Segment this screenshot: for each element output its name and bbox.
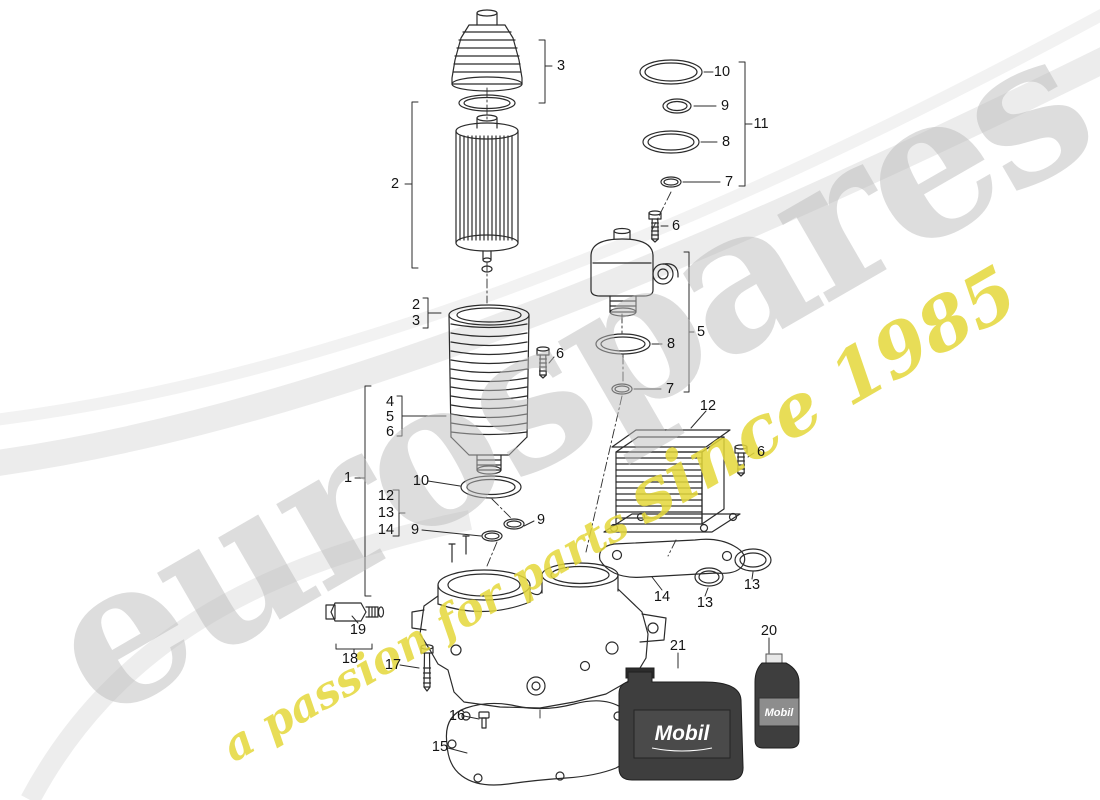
- jug-brand-label: Mobil: [655, 722, 711, 745]
- filter-housing-lower-drawing: [448, 304, 530, 475]
- oring-10-right: [639, 59, 703, 85]
- assembly-centerlines: [486, 87, 677, 719]
- plug-screw-drawing: [478, 711, 490, 729]
- oring-13-center: [694, 567, 724, 587]
- housing-oring-9a: [481, 530, 503, 542]
- screw-6-right: [734, 444, 748, 477]
- filter-element-drawing: [455, 114, 519, 273]
- separator-oring-7: [611, 383, 633, 395]
- cap-oring-drawing: [458, 94, 516, 112]
- oil-jug-drawing: Mobil: [618, 667, 744, 781]
- oil-pressure-sensor-drawing: [325, 602, 385, 622]
- housing-oring-9b: [503, 518, 525, 530]
- bottle-brand-label: Mobil: [765, 707, 795, 719]
- oil-cooler-drawing: [603, 429, 741, 533]
- oring-13-right: [734, 548, 772, 572]
- oil-separator-drawing: [590, 227, 679, 317]
- housing-oring-10: [460, 475, 522, 499]
- screw-6-middle: [536, 346, 550, 379]
- cooler-gasket-drawing: [598, 538, 746, 578]
- main-console-drawing: [411, 535, 667, 709]
- cover-gasket-drawing: [445, 700, 638, 786]
- element-oring-small: [481, 265, 493, 273]
- separator-oring-8: [595, 333, 651, 355]
- oring-7-right: [660, 176, 682, 188]
- mounting-bolt-drawing: [420, 644, 434, 692]
- oil-bottle-drawing: Mobil: [754, 653, 800, 749]
- filter-cap-drawing: [451, 9, 523, 92]
- leader-lines: [335, 39, 770, 754]
- oring-9-right: [662, 98, 692, 114]
- oring-8-right: [642, 130, 700, 154]
- sealing-rings-right-group: [639, 59, 703, 188]
